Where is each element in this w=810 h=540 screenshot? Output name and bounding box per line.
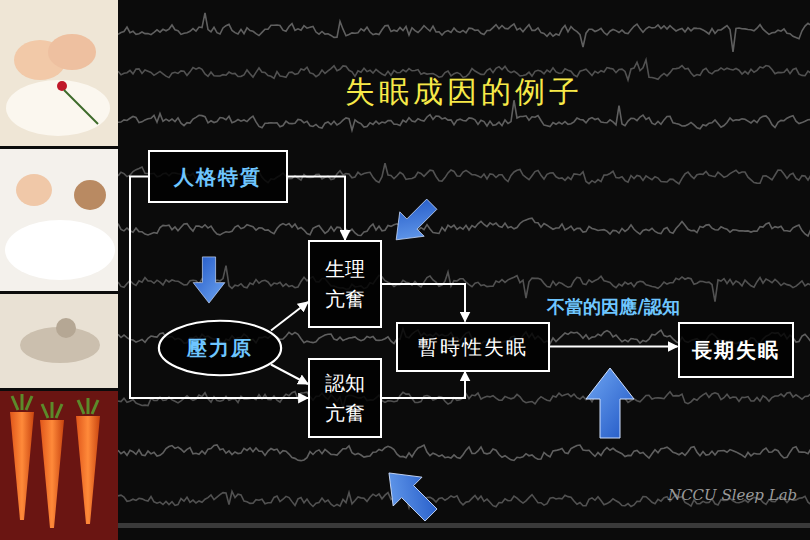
photo-panel [0,149,118,291]
baby-head [16,174,52,206]
rose-stem [64,90,98,124]
connector-arrow [288,177,345,241]
block-arrow [193,257,225,303]
photo-panel [0,294,118,388]
eeg-trace [118,218,810,236]
connector-arrow [382,284,465,322]
photo-strip [0,0,118,540]
baby-head [48,34,96,70]
eeg-traces [118,13,810,528]
node-label: 人格特質 [174,162,262,192]
teddy-head [74,180,106,210]
watermark: NCCU Sleep Lab [668,486,797,504]
edge-label: 不當的因應/認知 [547,295,680,319]
stressor-ellipse: 壓力原 [157,319,283,377]
chronic-box: 長期失眠 [678,322,794,378]
connector-arrow [130,177,308,399]
slide-title: 失眠成因的例子 [118,72,810,113]
eeg-trace [118,445,810,461]
connector-arrow [550,346,678,348]
rose [57,81,67,91]
baby-head [56,318,76,338]
carrots [10,394,100,528]
photo-panel [0,0,118,146]
connector-arrow [271,365,308,385]
node-label: 認知 亢奮 [322,368,368,428]
trait-box: 人格特質 [148,150,288,203]
block-arrow [384,192,444,252]
transient-box: 暫時性失眠 [396,322,550,372]
connector-arrow [382,372,465,399]
blanket [6,80,110,136]
node-label: 暫時性失眠 [418,332,528,362]
photo-panel [0,391,118,540]
baseline-bar [118,523,810,528]
eeg-trace [118,391,810,407]
arousal-box: 認知 亢奮 [308,358,382,438]
node-label: 壓力原 [187,333,253,363]
bedding [5,220,115,280]
block-arrow [375,459,446,530]
node-label: 生理 亢奮 [322,254,368,314]
connector-arrow [271,302,308,331]
ellipse-shape [159,320,281,375]
node-label: 長期失眠 [692,335,780,365]
eeg-trace [118,13,810,52]
block-arrow [586,368,634,438]
arousal-box: 生理 亢奮 [308,240,382,328]
